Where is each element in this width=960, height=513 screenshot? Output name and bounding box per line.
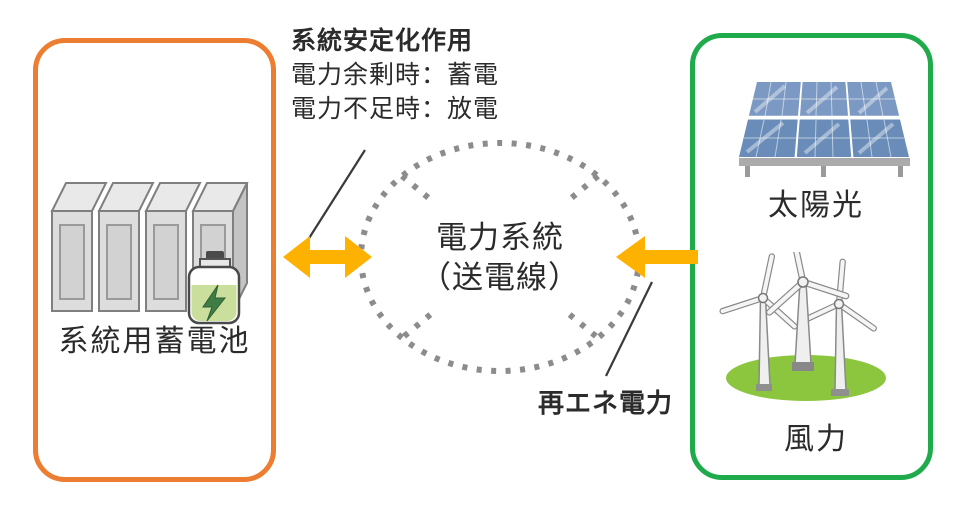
solar-label: 太陽光: [768, 189, 864, 222]
bidirectional-arrow: [283, 236, 372, 278]
solar-panel-cells: [739, 82, 909, 158]
battery-box-label: 系統用蓄電池: [58, 325, 251, 358]
grid-circle-label-line1: 電力系統: [436, 220, 564, 255]
battery-cell-icon: [187, 251, 241, 325]
wind-turbines-icon: [719, 252, 886, 401]
renewable-box: [690, 33, 933, 480]
stabilization-note: 系統安定化作用 電力余剰時：蓄電 電力不足時：放電: [291, 24, 591, 126]
stabilization-note-title: 系統安定化作用: [291, 27, 474, 55]
solar-panel-icon: [739, 82, 910, 177]
grid-circle-label: 電力系統 （送電線）: [405, 206, 595, 310]
wind-label: 風力: [784, 423, 848, 456]
solar-panel-frame: [739, 158, 910, 166]
grid-circle-label-line2: （送電線）: [420, 260, 580, 295]
stabilization-note-shortage: 電力不足時：放電: [291, 95, 500, 123]
solar-panel-legs: [745, 166, 903, 177]
renewable-leader-line: [605, 281, 653, 377]
stabilization-note-surplus: 電力余剰時：蓄電: [291, 61, 500, 89]
battery-storage-icon: [50, 182, 249, 325]
renewable-power-label: 再エネ電力: [538, 388, 674, 418]
battery-box: [33, 38, 276, 482]
wind-turbine: [766, 252, 850, 371]
stabilization-leader-line: [305, 149, 366, 244]
renewable-arrow: [616, 236, 698, 278]
